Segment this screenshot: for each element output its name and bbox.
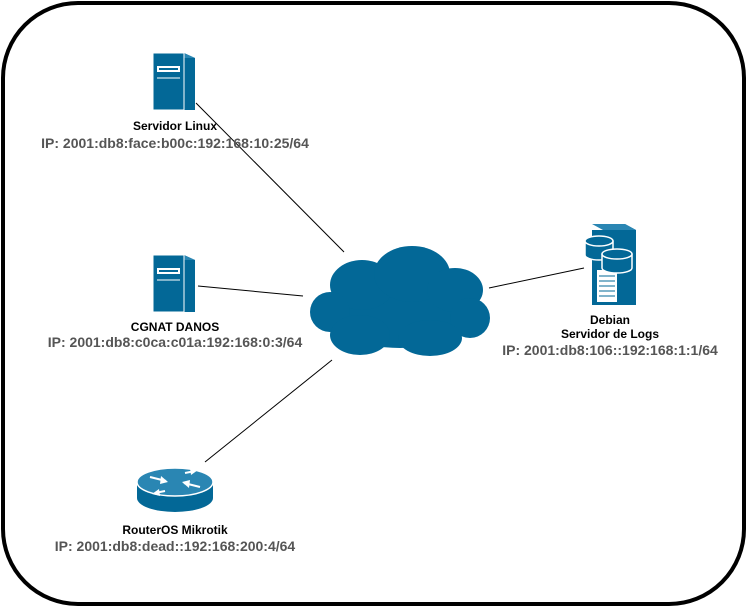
debian-name-line1: Debian (589, 313, 631, 327)
servidor-linux-name: Servidor Linux (132, 119, 218, 133)
mikrotik-name: RouterOS Mikrotik (122, 523, 228, 537)
servidor-linux-ip: IP: 2001:db8:face:b00c:192:168:10:25/64 (41, 135, 309, 151)
cgnat-name: CGNAT DANOS (130, 320, 220, 334)
debian-ip: IP: 2001:db8:106::192:168:1:1/64 (502, 342, 718, 358)
cgnat-server-icon[interactable] (152, 254, 195, 313)
cloud-icon (310, 246, 490, 356)
link-mikrotik-cloud (204, 359, 333, 463)
cgnat-ip: IP: 2001:db8:c0ca:c01a:192:168:0:3/64 (47, 334, 303, 350)
servidor-linux-server-icon[interactable] (152, 52, 195, 111)
debian-name-line2: Servidor de Logs (560, 327, 660, 341)
link-servidor-linux-cloud (195, 102, 345, 253)
link-cloud-debian (488, 267, 585, 289)
mikrotik-router-icon[interactable] (136, 467, 214, 512)
debian-database-server-icon[interactable] (584, 224, 636, 305)
mikrotik-ip: IP: 2001:db8:dead::192:168:200:4/64 (54, 538, 296, 554)
link-cgnat-cloud (197, 285, 304, 297)
